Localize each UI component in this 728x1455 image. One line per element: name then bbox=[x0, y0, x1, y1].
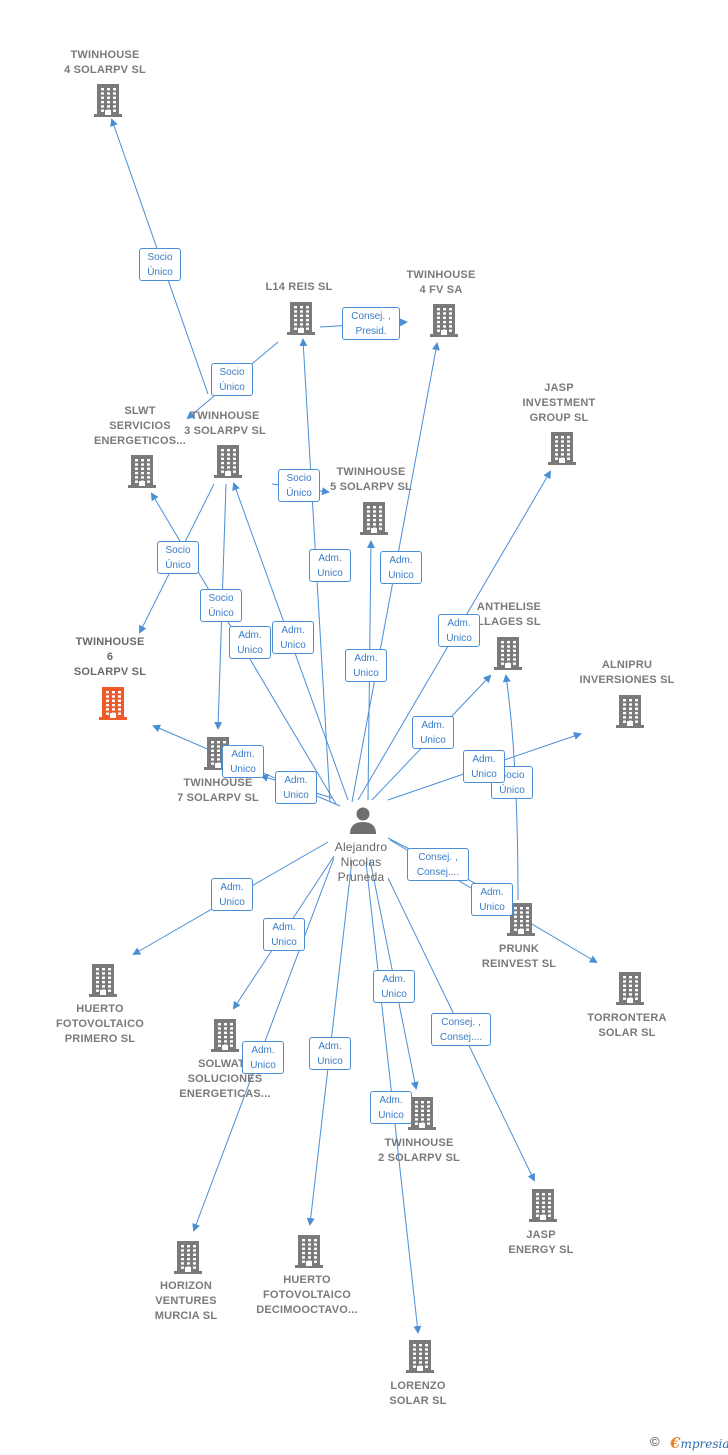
edge-role-label: Consej. , Consej.... bbox=[431, 1013, 491, 1046]
node-label-tw4solar[interactable]: TWINHOUSE 4 SOLARPV SL bbox=[64, 49, 146, 76]
building-icon[interactable] bbox=[493, 635, 523, 671]
edge-role-label: Adm. Unico bbox=[242, 1041, 284, 1074]
building-icon[interactable] bbox=[98, 685, 128, 721]
edge-role-label: Adm. Unico bbox=[463, 750, 505, 783]
node-label-l14[interactable]: L14 REIS SL bbox=[265, 281, 333, 293]
edge-role-label: Consej. , Consej.... bbox=[407, 848, 469, 881]
node-label-tw2[interactable]: TWINHOUSE 2 SOLARPV SL bbox=[378, 1137, 460, 1164]
edge-role-label: Adm. Unico bbox=[275, 771, 317, 804]
node-label-tw6[interactable]: TWINHOUSE 6 SOLARPV SL bbox=[73, 636, 147, 678]
brand-initial: € bbox=[670, 1434, 681, 1452]
building-icon[interactable] bbox=[359, 500, 389, 536]
edge-role-label: Adm. Unico bbox=[370, 1091, 412, 1124]
node-label-tw7[interactable]: TWINHOUSE 7 SOLARPV SL bbox=[177, 777, 259, 804]
building-icon[interactable] bbox=[294, 1233, 324, 1269]
brand-logo[interactable]: €mpresia bbox=[670, 1434, 728, 1452]
edge-role-label: Adm. Unico bbox=[263, 918, 305, 951]
edge-role-label: Socio Único bbox=[278, 469, 320, 502]
edge-role-label: Adm. Unico bbox=[380, 551, 422, 584]
building-icon[interactable] bbox=[213, 443, 243, 479]
copyright-symbol: © bbox=[650, 1434, 660, 1449]
edge-role-label: Adm. Unico bbox=[211, 878, 253, 911]
building-icon[interactable] bbox=[127, 453, 157, 489]
edge-role-label: Socio Único bbox=[139, 248, 181, 281]
edge-role-label: Adm. Unico bbox=[229, 626, 271, 659]
building-icon[interactable] bbox=[93, 82, 123, 118]
node-label-torrontera[interactable]: TORRONTERA SOLAR SL bbox=[587, 1012, 667, 1039]
building-icon[interactable] bbox=[407, 1095, 437, 1131]
edge-role-label: Socio Único bbox=[200, 589, 242, 622]
building-icon[interactable] bbox=[173, 1239, 203, 1275]
node-label-lorenzo[interactable]: LORENZO SOLAR SL bbox=[389, 1380, 447, 1407]
edge-role-label: Adm. Unico bbox=[412, 716, 454, 749]
edge-role-label: Adm. Unico bbox=[309, 549, 351, 582]
building-icon[interactable] bbox=[286, 300, 316, 336]
person-icon[interactable] bbox=[348, 805, 378, 835]
node-label-tw4fv[interactable]: TWINHOUSE 4 FV SA bbox=[406, 269, 476, 296]
building-icon[interactable] bbox=[615, 693, 645, 729]
building-icon[interactable] bbox=[429, 302, 459, 338]
building-icon[interactable] bbox=[405, 1338, 435, 1374]
node-label-tw5[interactable]: TWINHOUSE 5 SOLARPV SL bbox=[330, 466, 412, 493]
edge-role-label: Adm. Unico bbox=[471, 883, 513, 916]
node-label-anthelise[interactable]: ANTHELISE LLAGES SL bbox=[476, 601, 542, 628]
building-icon[interactable] bbox=[528, 1187, 558, 1223]
brand-text: mpresia bbox=[680, 1437, 728, 1451]
edge-role-label: Adm. Unico bbox=[373, 970, 415, 1003]
node-label-slwt[interactable]: SLWT SERVICIOS ENERGETICOS... bbox=[93, 405, 187, 447]
edge-role-label: Socio Único bbox=[157, 541, 199, 574]
edge-role-label: Consej. , Presid. bbox=[342, 307, 400, 340]
node-label-tw3[interactable]: TWINHOUSE 3 SOLARPV SL bbox=[184, 410, 266, 437]
node-label-horizon[interactable]: HORIZON VENTURES MURCIA SL bbox=[154, 1280, 218, 1322]
building-icon[interactable] bbox=[547, 430, 577, 466]
edge-role-label: Adm. Unico bbox=[309, 1037, 351, 1070]
node-label-person[interactable]: Alejandro Nicolas Pruneda bbox=[334, 840, 388, 884]
building-icon[interactable] bbox=[615, 970, 645, 1006]
edge-role-label: Adm. Unico bbox=[272, 621, 314, 654]
building-icon[interactable] bbox=[88, 962, 118, 998]
node-label-jaspenergy[interactable]: JASP ENERGY SL bbox=[508, 1229, 574, 1256]
node-label-alnipru[interactable]: ALNIPRU INVERSIONES SL bbox=[579, 659, 675, 686]
node-label-huerto1[interactable]: HUERTO FOTOVOLTAICO PRIMERO SL bbox=[56, 1003, 144, 1045]
node-label-prunk[interactable]: PRUNK REINVEST SL bbox=[481, 943, 557, 970]
edge-role-label: Adm. Unico bbox=[438, 614, 480, 647]
edge-role-label: Adm. Unico bbox=[345, 649, 387, 682]
building-icon[interactable] bbox=[210, 1017, 240, 1053]
node-label-jaspinv[interactable]: JASP INVESTMENT GROUP SL bbox=[522, 382, 596, 424]
edge-role-label: Adm. Unico bbox=[222, 745, 264, 778]
building-icon[interactable] bbox=[506, 901, 536, 937]
node-label-solwat[interactable]: SOLWATT SOLUCIONES ENERGETICAS... bbox=[179, 1058, 271, 1100]
node-label-huerto18[interactable]: HUERTO FOTOVOLTAICO DECIMOOCTAVO... bbox=[256, 1274, 358, 1316]
edge-role-label: Socio Único bbox=[211, 363, 253, 396]
